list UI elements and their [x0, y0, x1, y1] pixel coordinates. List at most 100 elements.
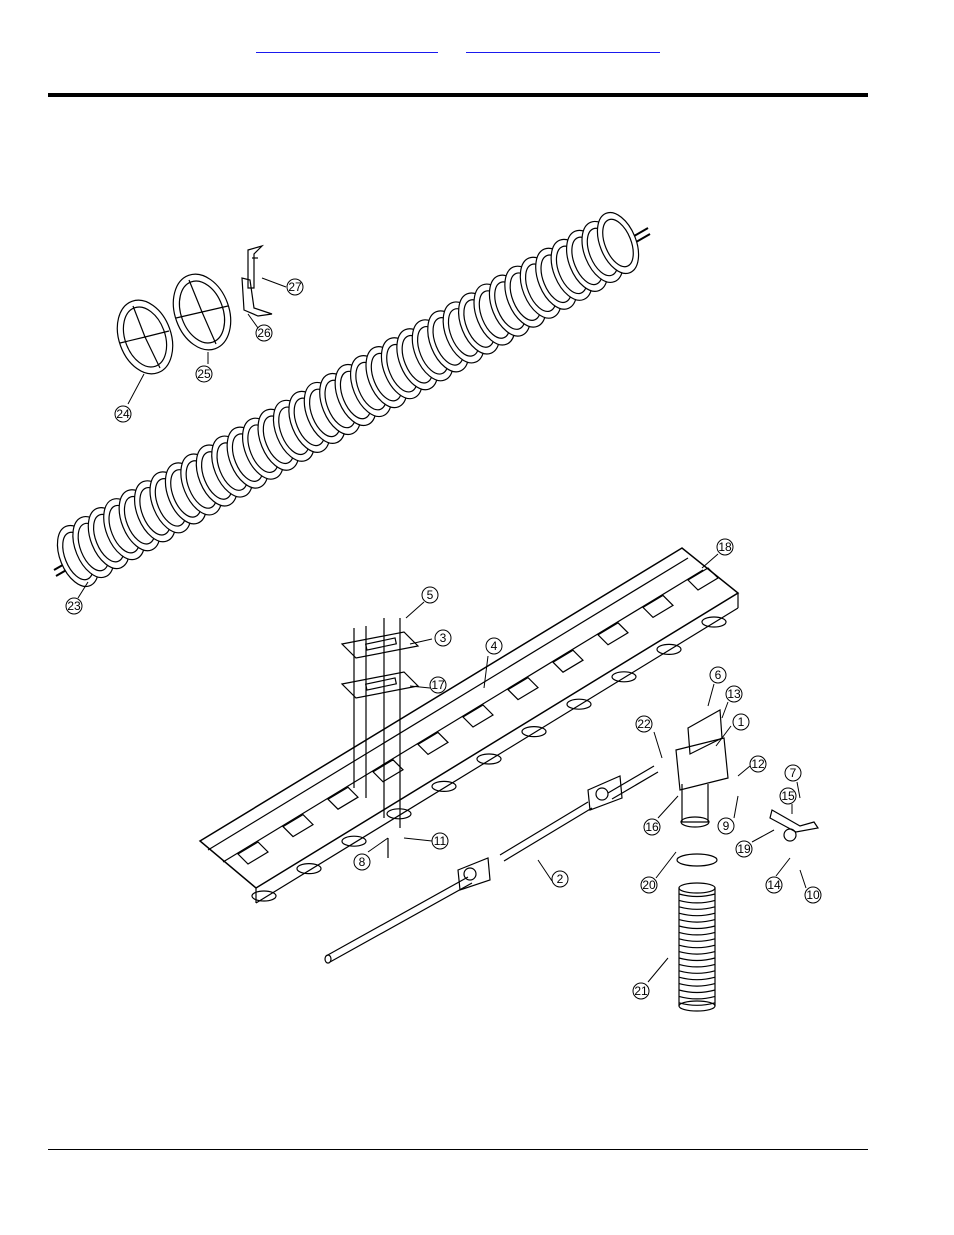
- callout-6: 6: [707, 666, 727, 707]
- callout-leader: [247, 313, 259, 329]
- callout-label: 26: [257, 326, 271, 340]
- callout-circle: [255, 324, 273, 342]
- trough-pocket: [642, 594, 674, 619]
- hose-rib: [678, 976, 716, 981]
- trough-pocket: [282, 813, 314, 838]
- callout-circle: [784, 764, 802, 782]
- callout-leader: [647, 957, 669, 983]
- callout-leader: [751, 829, 775, 843]
- callout-label: 4: [491, 639, 498, 653]
- callout-leader: [409, 638, 433, 645]
- callout-label: 5: [427, 588, 434, 602]
- bearing-left: [457, 857, 491, 891]
- rotor-disc-inner: [602, 218, 634, 268]
- callout-label: 14: [767, 878, 781, 892]
- callout-2: 2: [537, 859, 569, 888]
- callout-circle: [114, 405, 132, 423]
- hose-rib: [678, 944, 716, 949]
- callout-leader: [737, 765, 751, 777]
- hose-rib: [678, 912, 716, 917]
- trough-outlet: [521, 725, 547, 738]
- callout-14: 14: [765, 857, 791, 894]
- callout-circle: [551, 870, 569, 888]
- mounting-plates: [340, 618, 420, 858]
- callout-label: 22: [637, 717, 651, 731]
- hose-rib: [678, 938, 716, 942]
- callout-circle: [749, 755, 767, 773]
- callout-leader: [715, 725, 732, 747]
- callout-circle: [195, 365, 213, 383]
- callout-label: 19: [737, 842, 751, 856]
- hose-rib: [678, 1002, 716, 1006]
- callout-circle: [635, 715, 653, 733]
- hose-rib: [678, 931, 716, 936]
- callout-label: 27: [288, 280, 302, 294]
- callout-circle: [732, 713, 750, 731]
- spout-assembly: [675, 709, 729, 828]
- trough-outlet: [341, 835, 367, 847]
- callout-circle: [286, 278, 304, 296]
- auger-trough: [198, 547, 740, 904]
- callout-circle: [434, 629, 452, 647]
- callout-17: 17: [409, 676, 447, 694]
- callout-circle: [717, 817, 735, 835]
- callout-leader: [721, 701, 729, 719]
- trough-pocket: [327, 786, 359, 810]
- callout-19: 19: [735, 829, 775, 858]
- rotor-disc: [596, 211, 640, 275]
- hose-rib: [678, 925, 716, 930]
- rotor-assembly: [53, 211, 651, 588]
- callout-8: 8: [353, 837, 389, 871]
- callout-leader: [796, 781, 801, 799]
- callout-label: 10: [806, 888, 820, 902]
- callout-label: 21: [634, 984, 648, 998]
- drive-shaft: [324, 765, 659, 964]
- callout-leader: [483, 655, 489, 689]
- callout-label: 13: [727, 687, 741, 701]
- callout-leader: [405, 601, 425, 619]
- callout-circle: [779, 787, 797, 805]
- trough-pocket: [597, 622, 629, 646]
- callout-label: 24: [116, 407, 130, 421]
- footer-rule: [48, 1149, 868, 1150]
- callout-label: 18: [718, 540, 732, 554]
- header-link-1[interactable]: [256, 38, 438, 53]
- header-link-2[interactable]: [466, 38, 660, 53]
- callout-label: 6: [715, 668, 722, 682]
- callout-leader: [409, 685, 431, 689]
- callout-10: 10: [799, 869, 822, 904]
- bearing-mid: [587, 775, 623, 811]
- loose-disc-25: [172, 273, 232, 351]
- hose-rib: [678, 995, 716, 1000]
- callout-leader: [701, 553, 719, 569]
- trough-pocket: [687, 567, 719, 591]
- hose-rib: [678, 899, 716, 904]
- callout-26: 26: [247, 313, 273, 342]
- callout-circle: [421, 586, 439, 604]
- callout-circle: [725, 685, 743, 703]
- callout-20: 20: [640, 851, 677, 894]
- callout-label: 9: [723, 819, 730, 833]
- callout-1: 1: [715, 713, 750, 747]
- callout-7: 7: [784, 764, 802, 799]
- callout-circle: [804, 886, 822, 904]
- callout-label: 12: [751, 757, 765, 771]
- callout-21: 21: [632, 957, 669, 1000]
- callout-27: 27: [261, 277, 304, 296]
- callout-leader: [127, 373, 145, 405]
- callout-label: 15: [781, 789, 795, 803]
- callout-leader: [799, 869, 807, 889]
- callout-circle: [353, 853, 371, 871]
- callout-leader: [707, 683, 715, 707]
- trough-pocket: [237, 841, 269, 865]
- hose-rib: [678, 983, 716, 987]
- callout-label: 7: [790, 766, 797, 780]
- callout-leader: [367, 837, 389, 853]
- callout-leader: [77, 581, 89, 599]
- callout-label: 2: [557, 872, 564, 886]
- trough-outlet: [431, 780, 457, 793]
- header-rule: [48, 93, 868, 97]
- flex-hose: [676, 853, 718, 1012]
- callout-leader: [537, 859, 553, 882]
